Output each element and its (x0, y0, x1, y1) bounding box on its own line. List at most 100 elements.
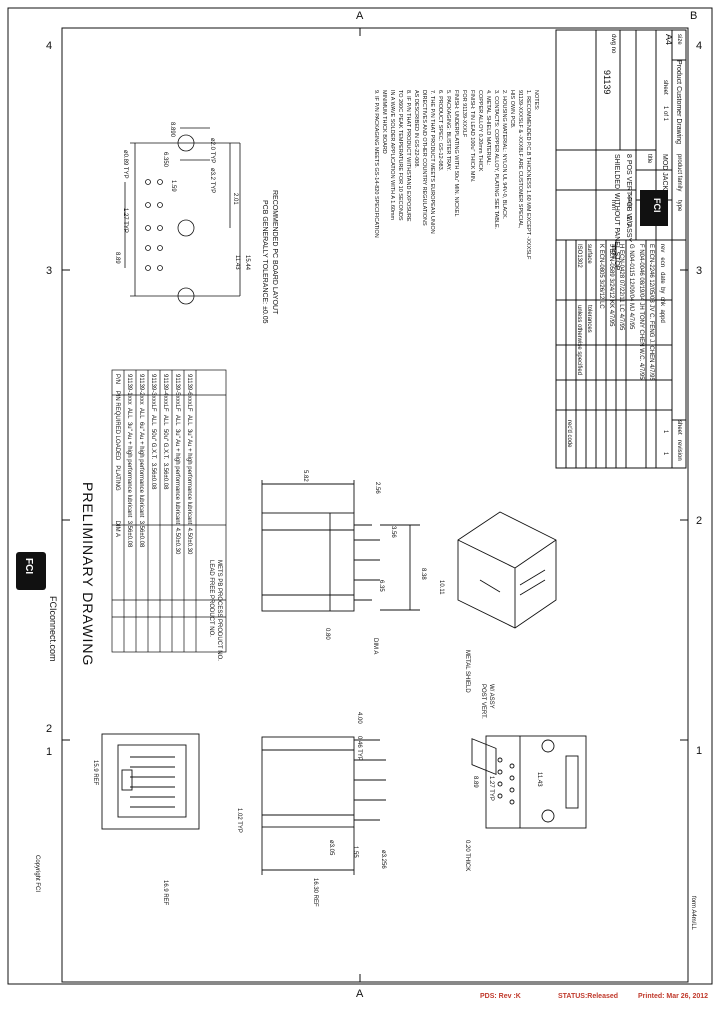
rev-cell: 3/26/12 (598, 279, 604, 300)
dim-16-9-ref: 16.9 REF (162, 880, 168, 906)
printed-date: Printed: Mar 26, 2012 (638, 993, 709, 1000)
post-vert-label: POST VERT. (480, 684, 486, 719)
zone-right-3: 3 (696, 265, 703, 277)
form-label: form A4m/LL (690, 896, 696, 931)
rev-cell: JV (648, 304, 654, 312)
rev-cell: 4/7/95 (638, 362, 644, 380)
note-line: 8. IF P/N THAT PRODUCT WITHSTAND EXPOSUR… (405, 90, 411, 222)
rev-cell: LC (618, 304, 624, 312)
dim-2-0: ø2.0 TYP (209, 138, 215, 164)
dim-a-label: DIM A (372, 638, 378, 655)
dim-1-27-bottom: 1.27 TYP (488, 776, 494, 801)
tb-tolerances-value: unless otherwise specified (576, 305, 582, 376)
rev-col-by: by (659, 287, 665, 294)
tb-dwg-no-label: dwg no (610, 34, 616, 54)
status-released: STATUS:Released (558, 993, 619, 1000)
tb-type-label: type (676, 200, 682, 212)
plating-footnote: METS PB PROCESS PRODUCT NO. (216, 560, 222, 661)
tb-unit: mm (610, 200, 616, 210)
rev-cell: N04-0115 (628, 250, 634, 277)
pds-rev: PDS: Rev :K (480, 993, 521, 1000)
tb-product-family: MOD JACK (661, 154, 668, 191)
dim-8-38: 8.38 (420, 568, 426, 580)
rev-col-date: date (659, 272, 665, 284)
rev-cell: 4/7/95 (618, 313, 624, 331)
dim-15-9-ref: 15.9 REF (92, 760, 98, 786)
rev-col-ecn: ecn (659, 257, 665, 268)
tb-revision-label: revision (676, 440, 682, 461)
notes-block: NOTES: 1. RECOMMENDED P.C.B THICKNESS 1.… (372, 90, 540, 259)
rev-row: K ECN-0805 3/26/12 LC (597, 244, 604, 309)
rev-cell: JH (638, 302, 644, 310)
dim-6-35: 6.35 (378, 580, 384, 592)
tb-scale: 2.0 (625, 216, 632, 226)
rev-cell: 4/7/95 (648, 364, 654, 381)
dim-8-89-bottom: 8.89 (472, 776, 478, 788)
rev-cell: N04-0046 (638, 249, 644, 276)
tb-scale-label: scale (626, 194, 632, 209)
dim-3-256: ø3.256 (380, 850, 386, 869)
note-line: 4. METAL SHIELD MATERIAL: (485, 90, 491, 166)
tb-size-label: size (676, 34, 682, 45)
dim-5-82: 5.82 (302, 470, 308, 482)
dim-10-11: 10.11 (438, 580, 444, 595)
title-block (555, 29, 687, 469)
rev-cell: 12/09/04 (628, 277, 634, 302)
rev-cell: 3/24/12 (608, 278, 614, 299)
note-line: FINISH: UNDERPLATING WITH 50u" MIN. NICK… (453, 90, 459, 217)
dim-1-59: 1.59 (170, 180, 176, 192)
wassy-label: W/ ASSY (488, 684, 494, 709)
rev-cell: MJ (628, 302, 634, 311)
isometric-view (457, 511, 557, 776)
rev-cell: J (608, 244, 614, 247)
outer-border (7, 7, 713, 985)
plating-row: 91139-5xxxLF ALL 3u" Au + high performan… (174, 374, 180, 555)
note-line: AS DESCRIBED IN GS-22-008. (413, 90, 419, 168)
zone-top-3: 3 (46, 265, 53, 277)
tb-sheet-label: sheet (662, 80, 668, 95)
zone-letter-b-top: B (690, 10, 698, 22)
rev-cell: 08/19/04 (638, 277, 644, 301)
plating-footnote: LEAD FREE PRODUCT NO. (208, 560, 214, 637)
note-line: 7. THE P/N THAT PRODUCT MEETS EUROPEAN U… (429, 90, 435, 234)
front-view-bottom (101, 733, 200, 830)
dim-2-01: 2.01 (232, 193, 238, 205)
dim-4-00: 4.00 (356, 712, 362, 724)
rev-col-chk: chk (659, 296, 665, 307)
note-line: HIS OWN PCB. (509, 90, 515, 129)
fci-logo-title: FCI (640, 190, 668, 226)
svg-text:FCI: FCI (23, 558, 34, 574)
tb-sheet: 1 of 1 (662, 106, 668, 122)
dim-15-44: 15.44 (244, 255, 250, 271)
rev-cell: 12/05/03 (648, 279, 654, 303)
zone-right-1: 1 (696, 745, 703, 757)
pcb-layout-title: RECOMMENDED PC BOARD LAYOUT (271, 190, 278, 315)
rev-row: F N04-0046 08/19/04 JH TONY CHEN W.C. 4/… (637, 244, 644, 380)
note-line: IN A WAVE SOLDER APPLICATION WITH A 1.60… (389, 90, 395, 221)
rev-cell: TONY CHEN (638, 311, 644, 347)
rev-row: E ECN-2246 12/05/03 JV C. FENG J. CHEN 4… (647, 244, 654, 381)
dim-1-02: 1.02 TYP (236, 808, 242, 833)
rev-cell: LC (598, 301, 604, 309)
dim-0-46: 0.46 TYP (356, 736, 362, 761)
note-line: NOTES: (533, 90, 539, 111)
rev-cell: W.C. (638, 348, 644, 362)
fci-url: FCIconnect.com (48, 596, 58, 662)
tb-revision-value: 1 (662, 452, 668, 456)
note-line: FOR 91139-XXXLF (461, 90, 467, 138)
tb-dwg-no: 91139 (602, 70, 612, 95)
tb-product-family-label: product family (676, 154, 682, 192)
note-line: FINISH: TIN LEAD 100u" THICK MIN. (469, 90, 475, 183)
note-line: 91139-XXXSLF & -XXX8LF ARE CUSTOMER SPEC… (517, 90, 523, 229)
side-view-mid (261, 480, 420, 612)
tb-sheet-value: 1 (662, 430, 668, 434)
rev-cell: KK (608, 300, 614, 309)
zone-letter-a-bottom: A (356, 988, 364, 1000)
dim-11-43: 11.43 (234, 255, 240, 270)
note-line: 2. HOUSING MATERIAL: NYLON UL 94V-0, BLA… (501, 90, 507, 220)
plating-row: 91139-6xxxLF ALL 3u" Au + high performan… (186, 374, 192, 555)
zone-top-4: 4 (46, 40, 53, 52)
side-view-bottom (261, 736, 386, 875)
top-view-bottom (485, 735, 587, 829)
note-line: 1. RECOMMENDED P.C.B THICKNESS 1.60 MM E… (525, 90, 531, 260)
